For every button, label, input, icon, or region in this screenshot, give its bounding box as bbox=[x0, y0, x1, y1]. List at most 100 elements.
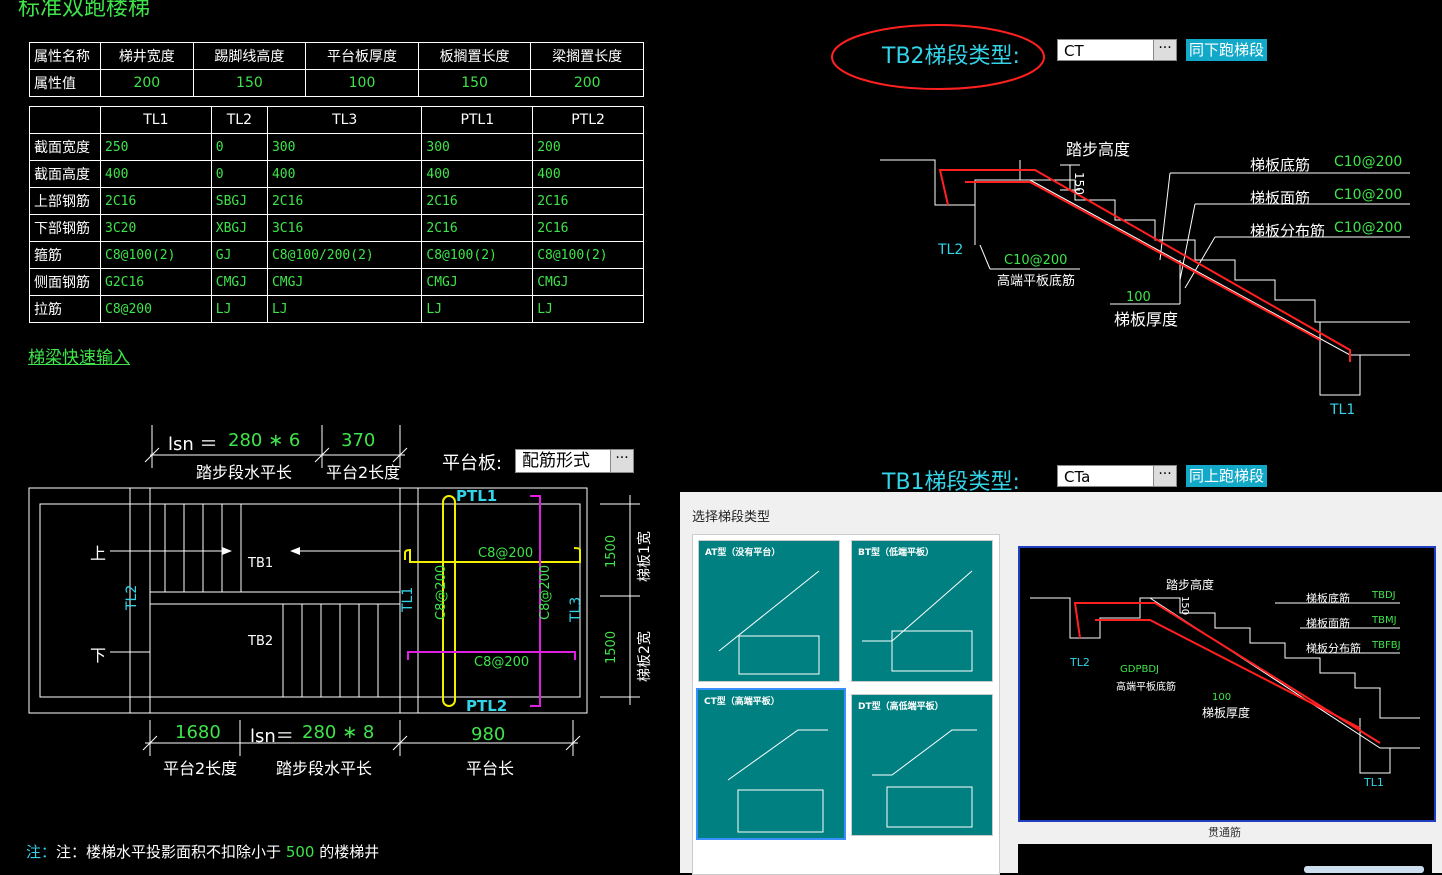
scrollbar[interactable] bbox=[1304, 866, 1424, 873]
tl1-plan-label: TL1 bbox=[400, 586, 416, 612]
props-value-cell[interactable]: 150 bbox=[192, 69, 307, 97]
ellipsis-icon[interactable]: ··· bbox=[610, 450, 633, 472]
beam-cell[interactable]: CMGJ bbox=[421, 268, 534, 296]
preview-dist-bar: 梯板分布筋 bbox=[1306, 642, 1361, 655]
plan-top-lsn: lsn ＝ bbox=[168, 434, 218, 455]
tb2-plan-label: TB2 bbox=[248, 634, 274, 649]
type-option-title: BT型（低端平板） bbox=[858, 548, 934, 558]
preview-thick: 梯板厚度 bbox=[1202, 706, 1251, 720]
beam-cell[interactable]: 400 bbox=[266, 160, 423, 188]
section-top-bar-value[interactable]: C10@200 bbox=[1334, 187, 1403, 203]
preview-bottom-bar: 梯板底筋 bbox=[1306, 592, 1350, 605]
props-value-cell[interactable]: 100 bbox=[305, 69, 419, 97]
tb2-type-label: TB2梯段类型: bbox=[882, 44, 1020, 69]
type-option-bt[interactable]: BT型（低端平板） bbox=[851, 540, 993, 682]
beam-cell[interactable]: 2C16 bbox=[532, 214, 644, 242]
beam-cell[interactable]: CMGJ bbox=[210, 268, 268, 296]
beam-cell[interactable]: XBGJ bbox=[210, 214, 268, 242]
tb2-type-select[interactable]: CT ··· bbox=[1057, 39, 1177, 61]
preview-top-bar: 梯板面筋 bbox=[1306, 617, 1350, 630]
stair-section-drawing bbox=[880, 159, 1410, 396]
section-high-bar-value[interactable]: C10@200 bbox=[1004, 253, 1068, 268]
width1-value[interactable]: 1500 bbox=[604, 534, 619, 568]
props-header: 梯井宽度 bbox=[100, 42, 194, 70]
section-dist-bar-label: 梯板分布筋 bbox=[1250, 222, 1326, 240]
dialog-title: 选择梯段类型 bbox=[692, 510, 771, 525]
section-tl1-label: TL1 bbox=[1330, 402, 1356, 418]
beam-cell[interactable]: 400 bbox=[421, 160, 534, 188]
beam-cell[interactable]: 0 bbox=[210, 160, 268, 188]
rebar-h2[interactable]: C8@200 bbox=[474, 655, 530, 670]
ellipsis-icon[interactable]: ··· bbox=[1153, 40, 1176, 60]
bot-980[interactable]: 980 bbox=[471, 724, 506, 745]
down-label: 下 bbox=[90, 646, 107, 665]
type-option-dt[interactable]: DT型（高低端平板） bbox=[851, 694, 993, 836]
props-table: 属性名称 梯井宽度 踢脚线高度 平台板厚度 板搁置长度 梁搁置长度 属性值 20… bbox=[29, 42, 644, 97]
tb1-type-select[interactable]: CTa ··· bbox=[1057, 465, 1177, 487]
beam-col-header: TL2 bbox=[210, 106, 268, 134]
beam-cell[interactable]: C8@100/200(2) bbox=[266, 241, 423, 269]
beam-cell[interactable]: C8@100(2) bbox=[532, 241, 644, 269]
beam-cell[interactable]: CMGJ bbox=[532, 268, 644, 296]
type-option-at[interactable]: AT型（没有平台） bbox=[698, 540, 840, 682]
props-value-cell[interactable]: 150 bbox=[417, 69, 532, 97]
type-option-ct[interactable]: CT型（高端平板） bbox=[696, 688, 846, 840]
beam-col-header: PTL1 bbox=[421, 106, 534, 134]
plat-board-value: 配筋形式 bbox=[522, 451, 590, 471]
bot-plat2-label: 平台2长度 bbox=[163, 759, 238, 778]
note-value: 500 bbox=[285, 843, 315, 861]
section-bottom-bar-value[interactable]: C10@200 bbox=[1334, 154, 1403, 170]
props-header: 踢脚线高度 bbox=[192, 42, 307, 70]
through-bar-label: 贯通筋 bbox=[1208, 826, 1241, 839]
type-option-title: DT型（高低端平板） bbox=[858, 702, 944, 712]
props-header: 属性名称 bbox=[29, 42, 101, 70]
plan-top-280[interactable]: 280 ∗ 6 bbox=[228, 430, 301, 451]
beam-cell[interactable]: 0 bbox=[210, 133, 268, 161]
beam-cell[interactable]: C8@100(2) bbox=[421, 241, 534, 269]
preview-tl2: TL2 bbox=[1070, 656, 1090, 669]
props-value-cell[interactable]: 200 bbox=[530, 69, 644, 97]
plat-board-select[interactable]: 配筋形式 ··· bbox=[515, 449, 634, 473]
section-step-height-label: 踏步高度 bbox=[1066, 140, 1131, 159]
rebar-v1[interactable]: C8@200 bbox=[434, 564, 449, 620]
beam-cell[interactable]: 3C20 bbox=[100, 214, 212, 242]
beam-cell[interactable]: 2C16 bbox=[421, 214, 534, 242]
props-value-cell[interactable]: 200 bbox=[100, 69, 194, 97]
beam-cell[interactable]: LJ bbox=[210, 295, 268, 323]
ptl2-plan-label: PTL2 bbox=[466, 697, 508, 715]
beam-cell[interactable]: 400 bbox=[532, 160, 644, 188]
stair-plan-drawing bbox=[28, 425, 640, 756]
plan-top-370[interactable]: 370 bbox=[341, 430, 376, 451]
same-as-lower-button[interactable]: 同下跑梯段 bbox=[1186, 39, 1268, 61]
beam-cell[interactable]: C8@200 bbox=[100, 295, 212, 323]
width2-value[interactable]: 1500 bbox=[604, 630, 619, 664]
section-dist-bar-value[interactable]: C10@200 bbox=[1334, 220, 1403, 236]
beam-cell[interactable]: 250 bbox=[100, 133, 212, 161]
beam-row-label: 箍筋 bbox=[29, 241, 101, 269]
bot-1680[interactable]: 1680 bbox=[175, 722, 221, 743]
bot-280[interactable]: 280 ∗ 8 bbox=[302, 722, 375, 743]
preview-dist-bar-val: TBFBJ bbox=[1372, 640, 1401, 651]
beam-col-header: TL1 bbox=[100, 106, 212, 134]
ellipsis-icon[interactable]: ··· bbox=[1153, 466, 1176, 486]
note-prefix: 注：楼梯水平投影面积不扣除小于 bbox=[56, 843, 282, 861]
beam-row-label: 上部钢筋 bbox=[29, 187, 101, 215]
beam-cell[interactable]: 300 bbox=[266, 133, 423, 161]
preview-step-height: 踏步高度 bbox=[1166, 578, 1215, 592]
quick-input-link[interactable]: 梯梁快速输入 bbox=[28, 348, 130, 368]
same-as-upper-button[interactable]: 同上跑梯段 bbox=[1186, 465, 1268, 487]
beam-cell[interactable]: 200 bbox=[532, 133, 644, 161]
bot-lsn: lsn＝ bbox=[250, 726, 294, 747]
plan-top-run-label: 踏步段水平长 bbox=[196, 463, 293, 482]
rebar-v2[interactable]: C8@200 bbox=[538, 564, 553, 620]
beam-cell[interactable]: 3C16 bbox=[266, 214, 423, 242]
beam-cell[interactable]: LJ bbox=[266, 295, 423, 323]
preview-bottom-bar-val: TBDJ bbox=[1372, 590, 1396, 601]
beam-cell[interactable]: 2C16 bbox=[532, 187, 644, 215]
section-thick-value[interactable]: 100 bbox=[1126, 290, 1151, 305]
preview-high-bar-val: GDPBDJ bbox=[1120, 664, 1159, 675]
page-title: 标准双跑楼梯 bbox=[18, 0, 151, 21]
beam-cell[interactable]: 2C16 bbox=[266, 187, 423, 215]
beam-cell[interactable]: LJ bbox=[532, 295, 644, 323]
rebar-h1[interactable]: C8@200 bbox=[478, 546, 534, 561]
